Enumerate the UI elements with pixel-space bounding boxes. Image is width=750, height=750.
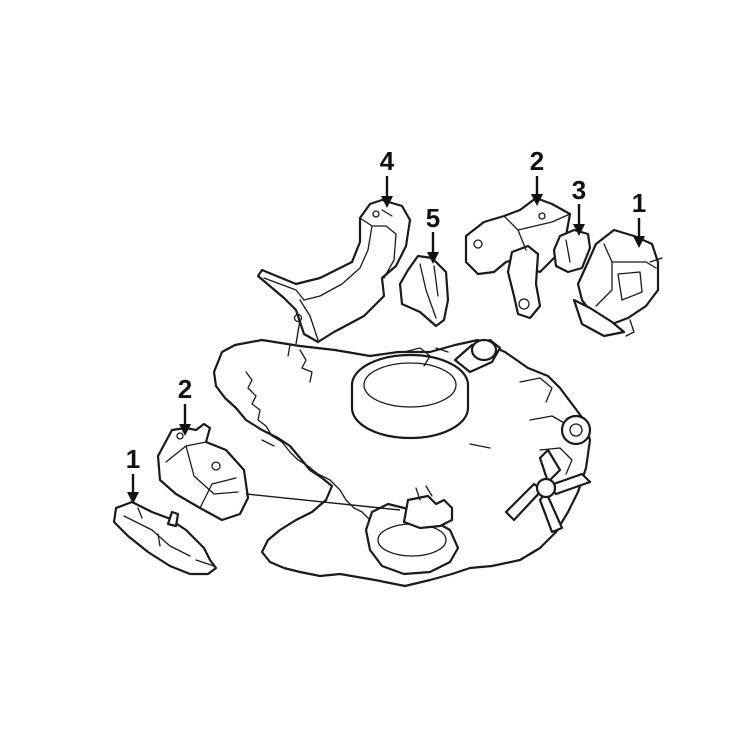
callout-1-bottom: 1 xyxy=(126,444,140,474)
bracket-part-2-top xyxy=(464,196,572,320)
leader-line-top xyxy=(295,319,301,345)
engine-block xyxy=(212,338,592,588)
callout-arrows xyxy=(127,176,645,504)
plate-part-5 xyxy=(398,254,450,328)
callout-3: 3 xyxy=(572,175,586,205)
callout-2-top: 2 xyxy=(530,146,544,176)
fan xyxy=(504,448,592,534)
bracket-part-4 xyxy=(256,198,412,344)
callout-4: 4 xyxy=(380,146,395,176)
callout-1-top: 1 xyxy=(632,188,646,218)
callout-5: 5 xyxy=(426,203,440,233)
insulator-part-1-bottom xyxy=(112,500,218,576)
leader-line xyxy=(245,493,401,511)
callout-2-bottom: 2 xyxy=(178,374,192,404)
shim-part-3 xyxy=(552,228,592,274)
bracket-part-2-bottom xyxy=(156,422,250,522)
